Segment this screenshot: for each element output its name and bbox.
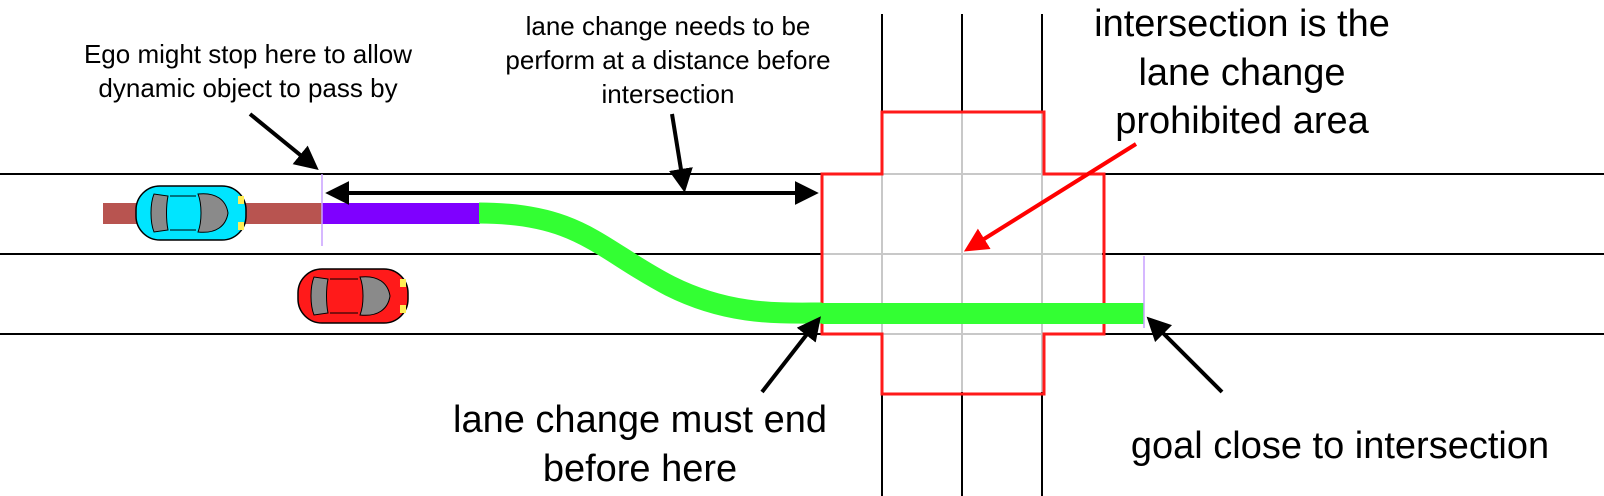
goal-note-label: goal close to intersection xyxy=(1130,425,1550,467)
distance-note-arrow xyxy=(669,113,693,193)
intersection-note-arrow xyxy=(963,142,1138,252)
stop-note-label: Ego might stop here to allow dynamic obj… xyxy=(83,39,413,103)
intersection-grid xyxy=(822,112,1102,392)
ego-vehicle-car-icon xyxy=(135,185,247,241)
goal-note-arrow xyxy=(1146,316,1224,394)
dynamic-object-car-icon xyxy=(297,268,409,324)
stop-note-arrow xyxy=(248,112,319,171)
path-stop-segment xyxy=(322,203,480,224)
intersection-note-label: intersection is the lane change prohibit… xyxy=(1094,3,1390,143)
must-end-note-label: lane change must end before here xyxy=(453,399,827,490)
path-goal-segment xyxy=(822,303,1144,324)
distance-note-label: lane change needs to be perform at a dis… xyxy=(505,11,831,109)
must-end-note-arrow xyxy=(760,316,821,394)
path-lane-change xyxy=(478,202,823,324)
prohibited-area-outline xyxy=(820,110,1106,396)
